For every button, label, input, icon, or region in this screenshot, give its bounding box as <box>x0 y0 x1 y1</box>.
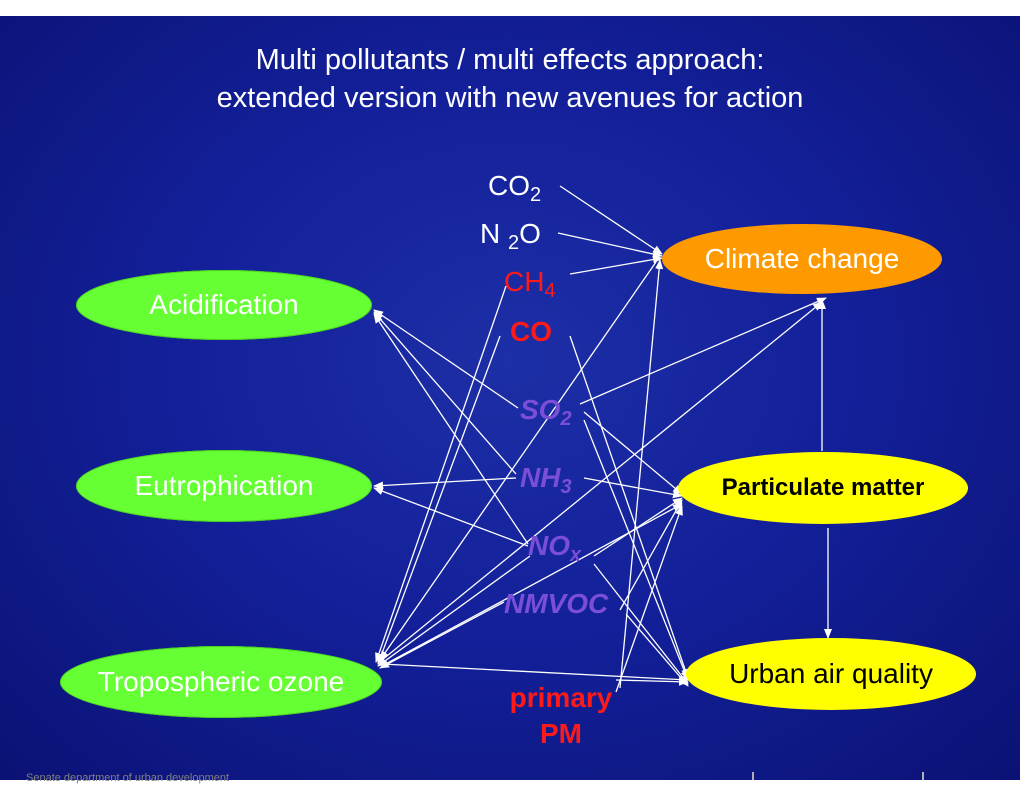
arrow-ch4-climate <box>569 255 663 275</box>
nox-text: NO <box>528 530 570 561</box>
slide: Multi pollutants / multi effects approac… <box>0 16 1020 780</box>
title-line-1: Multi pollutants / multi effects approac… <box>255 44 765 76</box>
nmvoc-text: NMVOC <box>504 588 609 619</box>
pollutant-co: CO <box>510 316 552 348</box>
effect-urban-air-quality-label: Urban air quality <box>729 658 933 689</box>
ch4-subscript: 4 <box>544 280 556 302</box>
primary-pm-line-2: PM <box>540 718 582 749</box>
arrow-nox-eutro <box>373 487 529 547</box>
effect-acidification-label: Acidification <box>149 289 299 320</box>
primary-pm-line-1: primary <box>509 682 613 713</box>
arrow-layer <box>373 185 832 693</box>
arrow-nox-urban <box>593 563 689 685</box>
nox-subscript: x <box>570 544 582 566</box>
n2o-subscript: 2 <box>508 232 520 254</box>
arrow-co2-climate <box>559 185 663 255</box>
effect-particulate-matter: Particulate matter <box>678 452 968 524</box>
effect-acidification: Acidification <box>76 270 372 340</box>
footer-text: Senate department of urban development <box>26 772 230 784</box>
n2o-text-b: O <box>519 218 541 249</box>
pollutant-nmvoc: NMVOC <box>504 588 608 620</box>
arrow-nh3-pm <box>583 477 683 499</box>
effect-climate-change-label: Climate change <box>704 243 900 274</box>
arrow-nmvoc-pm <box>619 499 683 611</box>
arrow-nox-pm <box>593 497 683 557</box>
arrow-so2-pm <box>583 411 683 495</box>
arrow-ch4-ozone <box>375 285 507 663</box>
pollutant-co2: CO2 <box>488 170 541 205</box>
arrow-pm-climate <box>619 259 664 689</box>
title-line-2: extended version with new avenues for ac… <box>216 82 804 114</box>
arrow-n2o-climate <box>557 232 663 258</box>
co2-subscript: 2 <box>530 184 542 206</box>
so2-subscript: 2 <box>560 408 572 430</box>
arrow-nh3-acid <box>373 311 517 475</box>
so2-text: SO <box>520 394 561 425</box>
ch4-text: CH <box>504 266 545 297</box>
arrow-primary-pm <box>615 505 683 693</box>
footer-divider-2 <box>922 772 924 780</box>
n2o-text-a: N <box>480 218 508 249</box>
arrow-nh3-eutro <box>373 477 517 490</box>
pollutant-nh3: NH3 <box>520 462 572 497</box>
arrow-co-urban <box>569 335 689 679</box>
effect-tropospheric-ozone: Tropospheric ozone <box>60 646 382 718</box>
arrow-nox-ozone <box>377 555 531 667</box>
footer-divider-1 <box>752 772 754 780</box>
arrow-so2-acid <box>373 309 519 409</box>
co-text: CO <box>510 316 552 347</box>
arrow-primary-urban <box>615 677 689 686</box>
pollutant-nox: NOx <box>528 530 581 565</box>
nh3-text: NH <box>520 462 561 493</box>
arrow-so2-urban <box>583 419 689 681</box>
effect-tropospheric-ozone-label: Tropospheric ozone <box>97 666 345 697</box>
nh3-subscript: 3 <box>560 476 572 498</box>
pollutant-ch4: CH4 <box>504 266 556 301</box>
co2-text: CO <box>488 170 530 201</box>
effect-particulate-matter-label: Particulate matter <box>721 474 925 501</box>
arrow-nmvoc-urban <box>625 613 689 687</box>
arrow-nmvoc-ozone <box>379 601 505 669</box>
pollutant-n2o: N 2O <box>480 218 541 253</box>
arrow-so2-climate <box>579 297 827 405</box>
arrow-ozone-pm <box>381 503 683 667</box>
effect-climate-change: Climate change <box>662 224 942 294</box>
arrow-ozone-urban <box>381 663 689 684</box>
effect-eutrophication-label: Eutrophication <box>134 470 314 501</box>
pollutant-primary-pm: primary PM <box>496 680 626 752</box>
arrow-climate-ozone <box>379 261 657 661</box>
arrow-co-ozone <box>377 335 501 665</box>
effect-eutrophication: Eutrophication <box>76 450 372 522</box>
arrow-nox-acid <box>373 313 529 545</box>
effect-urban-air-quality: Urban air quality <box>686 638 976 710</box>
pollutant-so2: SO2 <box>520 394 572 429</box>
